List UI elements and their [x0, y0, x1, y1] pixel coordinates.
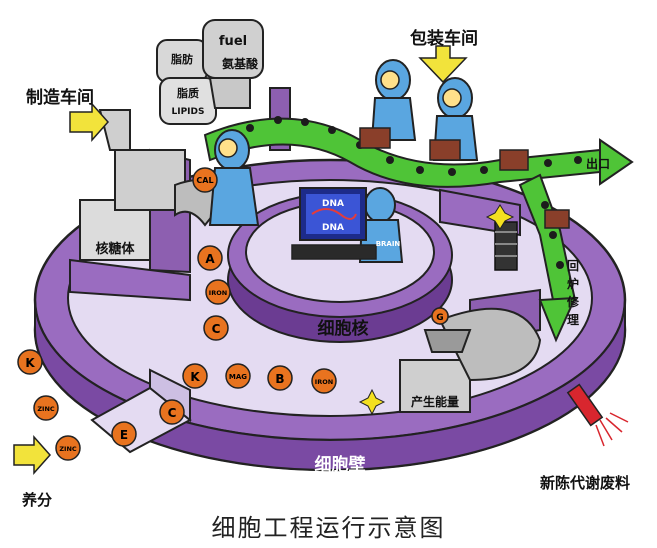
amino-label: 氨基酸 [222, 56, 259, 71]
ribosome-machine [79, 109, 227, 261]
nutrient-label: G [436, 313, 443, 323]
nutrient-label: E [120, 428, 128, 442]
nutrient-ball-g: G [431, 307, 449, 325]
lipid-label: 脂质 [176, 86, 199, 100]
equipment-labels: 脂肪 fuel 脂质 LIPIDS 氨基酸 DNA DNA BRAIN [170, 34, 400, 248]
exit-label: 出口 [586, 156, 610, 171]
recycle-label-1: 回 [567, 259, 579, 273]
nutrients-label: 养分 [21, 491, 52, 509]
nutrient-label: IRON [209, 289, 227, 297]
nutrient-label: CAL [196, 176, 213, 185]
brain-label: BRAIN [376, 240, 401, 248]
nutrient-ball-c-1: C [203, 315, 229, 341]
dna-label-1: DNA [322, 199, 344, 209]
waste-label: 新陈代谢废料 [540, 474, 630, 492]
pointer-arrows [13, 45, 468, 475]
nutrient-label: C [212, 322, 221, 336]
nutrient-ball-mag: MAG [225, 363, 251, 389]
dna-label-2: DNA [322, 223, 344, 233]
nutrient-ball-iron-1: IRON [205, 279, 231, 305]
nutrient-label: K [190, 370, 200, 384]
fat-label: 脂肪 [170, 52, 193, 66]
packaging-label: 包装车间 [410, 28, 478, 49]
nutrient-label: ZINC [59, 445, 77, 453]
spark-icon [358, 204, 515, 416]
energy-coil [494, 221, 518, 271]
nutrient-ball-k-2: K [17, 349, 43, 375]
computer [291, 187, 377, 260]
worker-manufacturing [208, 129, 260, 226]
figure-caption: 细胞工程运行示意图 [211, 514, 446, 542]
region-labels: 制造车间 包装车间 核糖体 细胞核 细胞壁 产生能量 出口 回 炉 修 理 新陈… [21, 28, 630, 509]
nutrient-label: IRON [315, 378, 333, 386]
fuel-label: fuel [219, 34, 247, 49]
nutrient-ball-b: B [267, 365, 293, 391]
ribosome-label: 核糖体 [95, 241, 135, 257]
manufacturing-label: 制造车间 [26, 87, 94, 108]
nutrient-ball-zinc-2: ZINC [55, 435, 81, 461]
nutrient-label: ZINC [37, 405, 55, 413]
recycle-label-4: 理 [567, 313, 579, 327]
nutrient-label: MAG [229, 373, 247, 381]
nutrient-ball-a: A [197, 245, 223, 271]
nutrient-ball-c-2: C [159, 399, 185, 425]
nutrient-balls: CAL A IRON C K MAG B IRON K ZINC ZINC E … [17, 167, 449, 461]
nutrient-label: C [168, 406, 177, 420]
nutrient-ball-e: E [111, 421, 137, 447]
nutrient-ball-iron-2: IRON [311, 368, 337, 394]
product-boxes [359, 127, 570, 229]
nutrient-ball-zinc-1: ZINC [33, 395, 59, 421]
nutrient-ball-k-1: K [182, 363, 208, 389]
energy-label: 产生能量 [411, 394, 459, 409]
nutrient-label: A [205, 252, 215, 266]
storage-silos [156, 19, 264, 125]
nucleus-label: 细胞核 [318, 318, 369, 339]
waste-rocket-icon [566, 383, 629, 447]
lipids-label: LIPIDS [172, 107, 205, 117]
cell-wall-label: 细胞壁 [315, 454, 366, 475]
recycle-label-2: 炉 [567, 276, 579, 291]
nutrient-ball-cal: CAL [192, 167, 218, 193]
nutrient-label: K [25, 356, 35, 370]
recycle-label-3: 修 [566, 294, 580, 309]
nutrient-label: B [275, 372, 284, 386]
